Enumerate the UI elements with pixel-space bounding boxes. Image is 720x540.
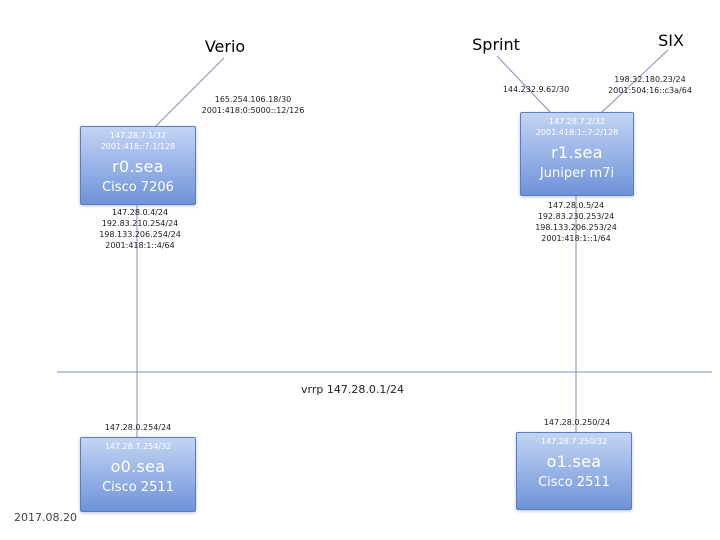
six-link-addr-v6: 2001:504:16::c3a/64 (608, 86, 692, 95)
sprint-link-addresses: 144.232.9.62/30 (494, 84, 578, 95)
r0-loopback-v4: 147.28.7.1/32 (109, 131, 167, 140)
verio-link-addresses: 165.254.106.18/30 2001:418:0:5000::12/12… (187, 94, 319, 116)
r1-lan-addr-3: 198.133.206.253/24 (535, 223, 617, 232)
r0-lan-addr-2: 192.83.210.254/24 (101, 219, 179, 228)
node-o0-sea: 147.28.7.254/32 o0.sea Cisco 2511 (80, 437, 196, 512)
six-link-addr-v4: 198.32.180.23/24 (614, 75, 686, 84)
r0-hostname: r0.sea (112, 157, 164, 176)
verio-link-addr-v4: 165.254.106.18/30 (214, 95, 292, 104)
o1-loopback-v4: 147.28.7.250/32 (540, 437, 608, 446)
vrrp-lan-label: vrrp 147.28.0.1/24 (301, 383, 405, 396)
r1-lan-addresses: 147.28.0.5/24 192.83.230.253/24 198.133.… (511, 200, 641, 244)
node-o1-sea: 147.28.7.250/32 o1.sea Cisco 2511 (516, 432, 632, 510)
r0-lan-addr-1: 147.28.0.4/24 (111, 208, 169, 217)
r1-lan-addr-2: 192.83.230.253/24 (537, 212, 615, 221)
link-six-r1 (601, 49, 669, 113)
uplink-label-six: SIX (658, 31, 684, 50)
o0-model: Cisco 2511 (102, 480, 174, 495)
r0-lan-addresses: 147.28.0.4/24 192.83.210.254/24 198.133.… (74, 207, 206, 251)
o1-hostname: o1.sea (546, 452, 602, 471)
uplink-label-verio: Verio (204, 37, 246, 56)
r0-lan-addr-3: 198.133.206.254/24 (99, 230, 181, 239)
uplink-label-sprint: Sprint (472, 35, 520, 54)
r1-loopback-v6: 2001:418:1::7:2/128 (535, 128, 619, 137)
r0-model: Cisco 7206 (102, 180, 174, 195)
o0-hostname: o0.sea (110, 457, 166, 476)
r1-hostname: r1.sea (551, 143, 603, 162)
o0-loopback-v4: 147.28.7.254/32 (104, 442, 172, 451)
node-r1-sea: 147.28.7.2/32 2001:418:1::7:2/128 r1.sea… (520, 112, 634, 196)
r1-loopback-v4: 147.28.7.2/32 (548, 117, 606, 126)
r1-lan-addr-1: 147.28.0.5/24 (547, 201, 605, 210)
six-link-addresses: 198.32.180.23/24 2001:504:16::c3a/64 (594, 74, 706, 96)
sprint-link-addr-v4: 144.232.9.62/30 (502, 85, 570, 94)
o1-lan-address: 147.28.0.250/24 (543, 418, 611, 427)
r0-loopback-v6: 2001:418::7:1/128 (100, 142, 176, 151)
o1-model: Cisco 2511 (538, 475, 610, 490)
verio-link-addr-v6: 2001:418:0:5000::12/126 (201, 106, 305, 115)
diagram-date: 2017.08.20 (14, 511, 77, 524)
r1-model: Juniper m7i (539, 166, 615, 181)
r0-lan-addr-4: 2001:418:1::4/64 (105, 241, 175, 250)
link-verio-r0 (155, 57, 225, 127)
r1-lan-addr-4: 2001:418:1::1/64 (541, 234, 611, 243)
link-sprint-r1 (496, 55, 551, 113)
o0-lan-address: 147.28.0.254/24 (104, 423, 172, 432)
node-r0-sea: 147.28.7.1/32 2001:418::7:1/128 r0.sea C… (80, 126, 196, 205)
